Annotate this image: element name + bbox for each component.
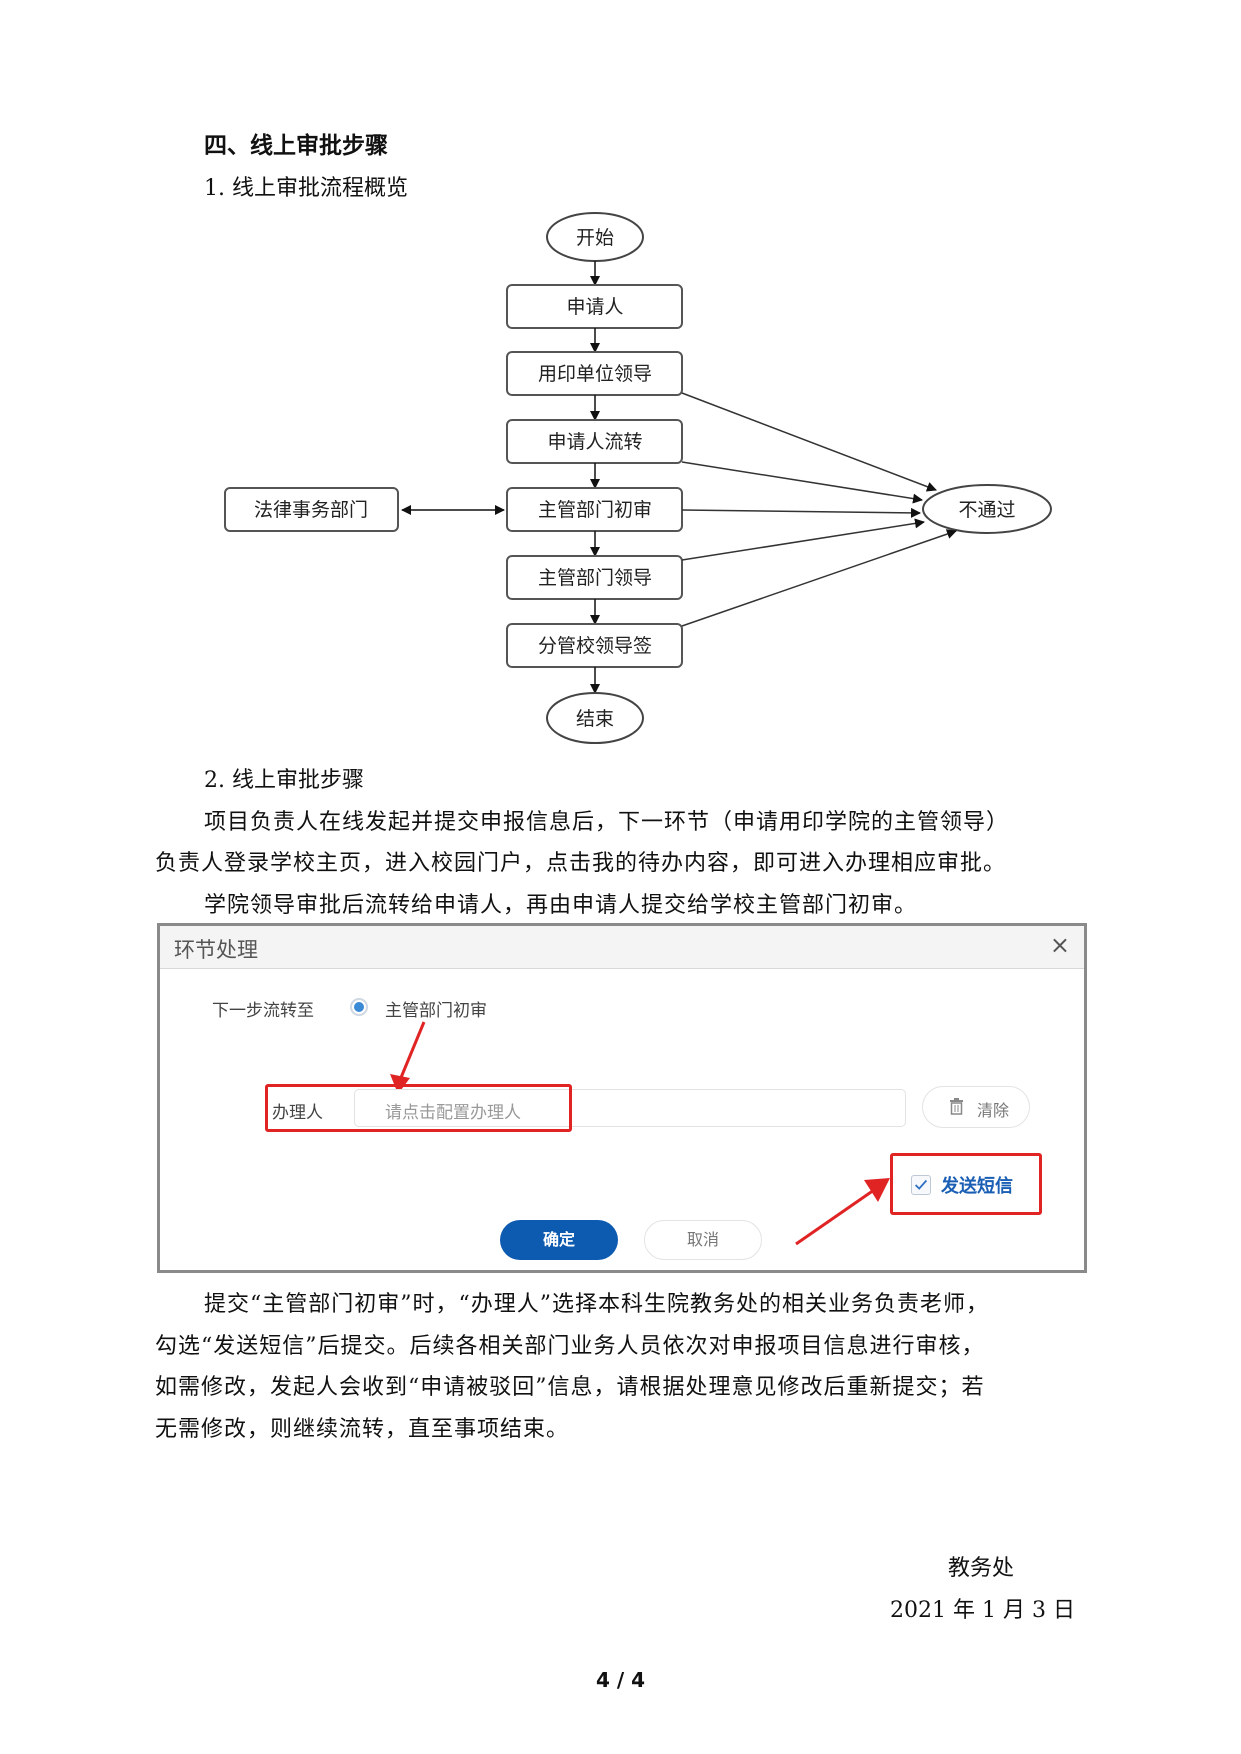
flow-step-label: 主管部门领导 (538, 567, 652, 589)
trash-icon (950, 1098, 963, 1115)
flow-side-label: 法律事务部门 (254, 499, 368, 521)
flow-step-label: 分管校领导签 (538, 635, 652, 657)
send-sms-checkbox[interactable] (911, 1175, 931, 1195)
annotation-highlight-sms: 发送短信 (890, 1153, 1042, 1215)
paragraph-line: 无需修改，则继续流转，直至事项结束。 (155, 1417, 570, 1442)
assignee-input[interactable]: 请点击配置办理人 (354, 1089, 906, 1127)
next-step-option-label[interactable]: 主管部门初审 (385, 1001, 487, 1021)
flow-node-step-seal-unit-leader: 用印单位领导 (506, 351, 683, 396)
flow-reject-arrow (681, 507, 921, 518)
signature-date: 2021 年 1 月 3 日 (890, 1598, 1075, 1623)
section-heading: 四、线上审批步骤 (204, 133, 388, 159)
flow-node-step-applicant-transfer: 申请人流转 (506, 419, 683, 464)
flow-node-legal-dept: 法律事务部门 (224, 487, 399, 532)
paragraph-line: 学院领导审批后流转给申请人，再由申请人提交给学校主管部门初审。 (204, 893, 918, 918)
annotation-highlight-assignee (265, 1084, 572, 1132)
flow-reject-arrow (681, 392, 937, 492)
paragraph-line: 项目负责人在线发起并提交申报信息后，下一环节（申请用印学院的主管领导） (204, 810, 1010, 835)
paragraph-line: 如需修改，发起人会收到“申请被驳回”信息，请根据处理意见修改后重新提交；若 (155, 1375, 985, 1400)
flow-node-step-dept-leader: 主管部门领导 (506, 555, 683, 600)
dialog-header: 环节处理 × (160, 926, 1084, 969)
flow-reject-label: 不通过 (958, 499, 1015, 521)
flow-step-label: 用印单位领导 (538, 363, 652, 385)
paragraph-line: 勾选“发送短信”后提交。后续各相关部门业务人员依次对申报项目信息进行审核， (155, 1334, 985, 1359)
cancel-button[interactable]: 取消 (644, 1220, 762, 1260)
next-step-label: 下一步流转至 (212, 1001, 314, 1021)
clear-button[interactable]: 清除 (922, 1086, 1030, 1128)
page-number: 4 / 4 (595, 1668, 646, 1692)
paragraph-line: 提交“主管部门初审”时，“办理人”选择本科生院教务处的相关业务负责老师， (204, 1292, 989, 1317)
flow-node-step-dept-initial-review: 主管部门初审 (506, 487, 683, 532)
flow-start-label: 开始 (576, 227, 614, 249)
flow-node-step-school-leader-sign: 分管校领导签 (506, 623, 683, 668)
approval-flowchart: 开始 申请人 用印单位领导 申请人流转 主管部门初审 主管部门领导 分管校领导签… (224, 212, 1052, 744)
confirm-button[interactable]: 确定 (500, 1220, 618, 1260)
flow-reject-arrow (681, 529, 957, 627)
send-sms-label[interactable]: 发送短信 (941, 1176, 1013, 1197)
step-processing-dialog: 环节处理 × 下一步流转至 主管部门初审 办理人 请点击配置办理人 清除 发送短… (157, 923, 1087, 1273)
clear-button-label: 清除 (977, 1101, 1010, 1120)
checkmark-icon (914, 1179, 928, 1190)
flow-node-step-applicant: 申请人 (506, 284, 683, 329)
assignee-label: 办理人 (272, 1103, 323, 1123)
signature-office: 教务处 (948, 1556, 1015, 1581)
flow-node-end: 结束 (546, 692, 644, 744)
paragraph-line: 负责人登录学校主页，进入校园门户，点击我的待办内容，即可进入办理相应审批。 (155, 851, 1007, 876)
subheading-flow-overview: 1. 线上审批流程概览 (204, 176, 408, 201)
flow-reject-arrow (681, 518, 925, 561)
flow-node-start: 开始 (546, 212, 644, 262)
flow-node-reject: 不通过 (922, 484, 1052, 534)
flow-step-label: 申请人 (566, 296, 623, 318)
assignee-placeholder: 请点击配置办理人 (385, 1103, 521, 1123)
flow-step-label: 主管部门初审 (538, 499, 652, 521)
close-icon[interactable]: × (1049, 931, 1070, 959)
flow-end-label: 结束 (576, 708, 614, 730)
flow-step-label: 申请人流转 (547, 431, 642, 453)
subheading-steps: 2. 线上审批步骤 (204, 768, 364, 793)
next-step-radio[interactable] (350, 998, 368, 1016)
dialog-title: 环节处理 (174, 938, 258, 962)
annotation-arrow-icon (795, 1178, 890, 1246)
flow-reject-arrow (681, 461, 923, 504)
